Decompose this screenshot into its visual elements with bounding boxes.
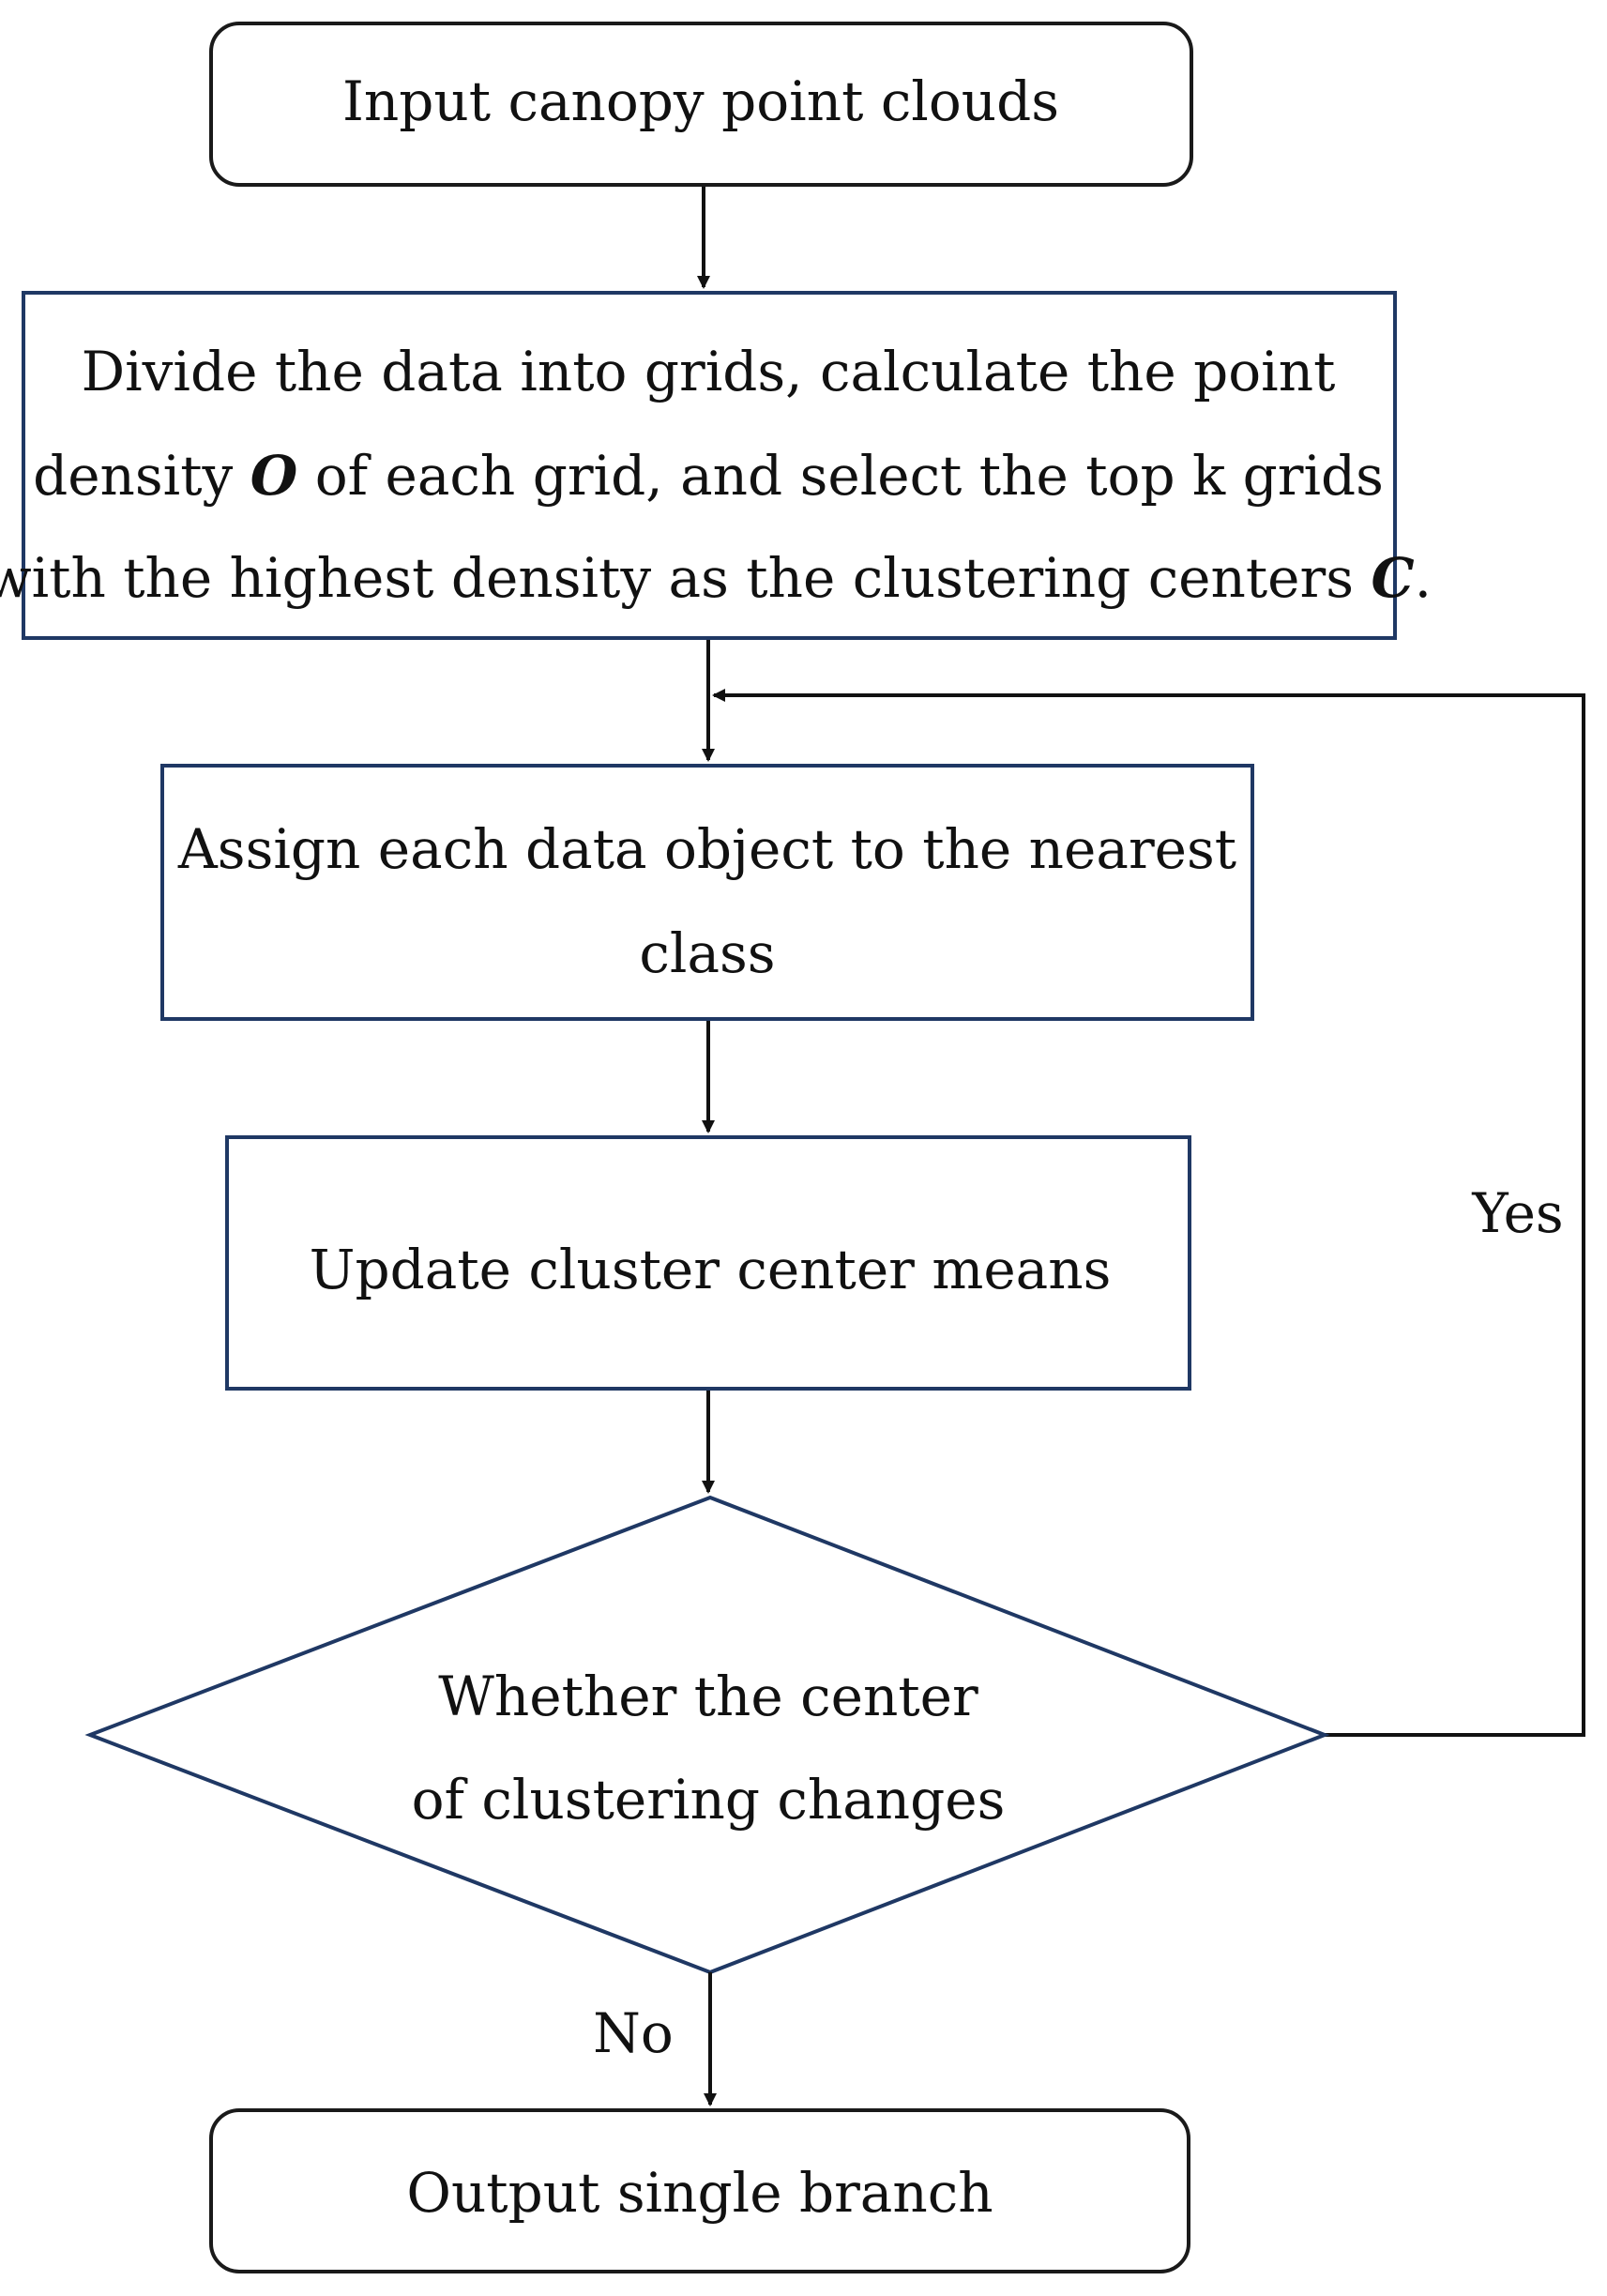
grid-node-line-2: density O of each grid, and select the t… bbox=[33, 444, 1384, 508]
grid-node-line-3: with the highest density as the clusteri… bbox=[0, 546, 1432, 610]
grid-node-line-3-post: . bbox=[1415, 546, 1432, 610]
assign-node-line-2: class bbox=[639, 921, 775, 985]
assign-process-shape bbox=[160, 764, 1254, 1021]
decision-diamond-shape bbox=[84, 1495, 1330, 1975]
update-process-shape bbox=[225, 1135, 1191, 1391]
end-terminal-shape bbox=[209, 2108, 1190, 2273]
grid-node: Divide the data into grids, calculate th… bbox=[0, 291, 1432, 640]
yes-label: Yes bbox=[1471, 1181, 1563, 1245]
no-label: No bbox=[593, 2001, 674, 2065]
end-node: Output single branch bbox=[209, 2108, 1190, 2273]
grid-node-line-3-pre: with the highest density as the clusteri… bbox=[0, 546, 1371, 610]
yes-loop-connector bbox=[712, 689, 1585, 1737]
decision-node: Whether the center of clustering changes bbox=[84, 1495, 1330, 1975]
assign-node: Assign each data object to the nearest c… bbox=[160, 764, 1254, 1021]
start-node: Input canopy point clouds bbox=[209, 22, 1193, 187]
grid-node-line-2-pre: density bbox=[33, 444, 250, 508]
update-node: Update cluster center means bbox=[225, 1135, 1191, 1391]
centers-variable: C bbox=[1371, 546, 1414, 610]
grid-node-line-2-post: of each grid, and select the top k grids bbox=[297, 444, 1384, 508]
start-terminal-shape bbox=[209, 22, 1193, 187]
decision-node-line-1: Whether the center bbox=[438, 1665, 978, 1728]
grid-node-line-1: Divide the data into grids, calculate th… bbox=[82, 340, 1336, 403]
end-node-label: Output single branch bbox=[406, 2161, 993, 2225]
update-node-label: Update cluster center means bbox=[310, 1238, 1112, 1301]
assign-node-line-1: Assign each data object to the nearest bbox=[177, 817, 1236, 881]
start-node-label: Input canopy point clouds bbox=[342, 69, 1059, 133]
density-variable: O bbox=[250, 444, 298, 508]
grid-process-shape bbox=[22, 291, 1397, 640]
decision-node-line-2: of clustering changes bbox=[412, 1768, 1006, 1832]
